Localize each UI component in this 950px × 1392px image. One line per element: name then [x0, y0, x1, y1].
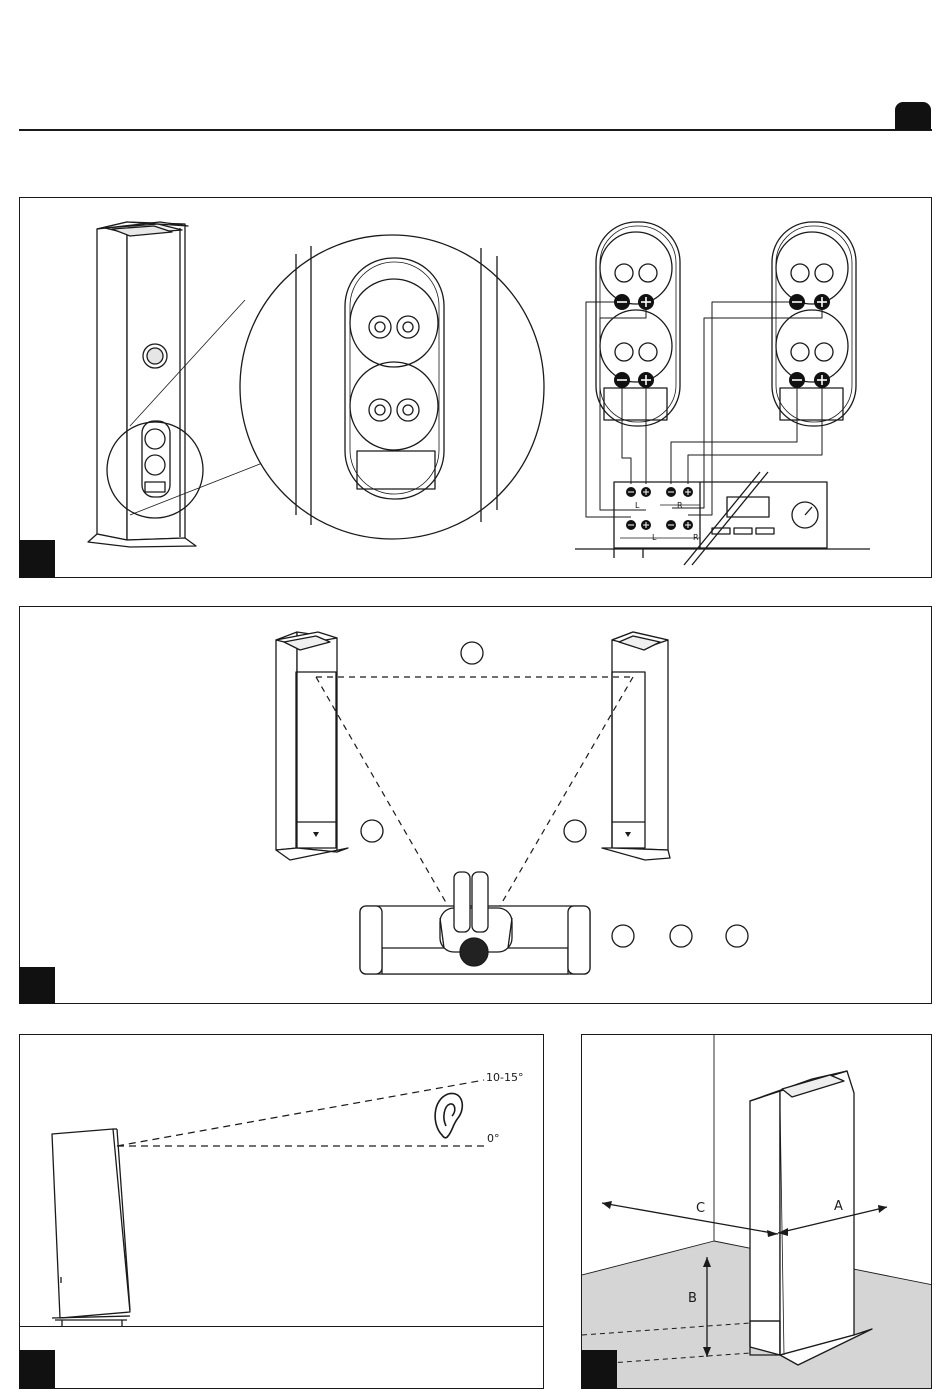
- step-badge-3: [19, 1350, 55, 1389]
- tilt-lower-angle: 0°: [487, 1132, 500, 1145]
- step-badge-4: [581, 1350, 617, 1389]
- distance-a-label: A: [834, 1199, 843, 1214]
- distances-illustration: [582, 1035, 932, 1389]
- distance-b-label: B: [688, 1291, 697, 1306]
- tilt-upper-angle: 10-15°: [486, 1071, 523, 1084]
- distance-c-label: C: [696, 1201, 705, 1216]
- ear-icon: [435, 1093, 462, 1137]
- tower-speaker-corner: [750, 1071, 872, 1365]
- panel-distances: A B C: [581, 1034, 932, 1389]
- speaker-side-view: [52, 1129, 130, 1326]
